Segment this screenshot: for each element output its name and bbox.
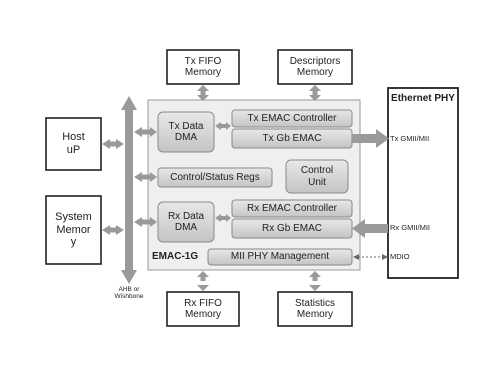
txdma-txctrl-arrow [215, 122, 231, 130]
tx-fifo-memory-box [166, 49, 240, 85]
txfifo-emac-arrow [197, 85, 209, 101]
rxdma-rxctrl-arrow [215, 214, 231, 222]
ethernet-phy-box [387, 87, 459, 279]
control-status-regs-box [157, 167, 273, 188]
rx-emac-controller-box [231, 199, 353, 218]
host-up-box [45, 117, 102, 171]
control-unit-box [285, 159, 349, 194]
tx-gmii-arrow [352, 129, 389, 148]
host-bus-arrow [102, 139, 124, 149]
rx-gb-emac-box [231, 218, 353, 239]
descriptors-emac-arrow [309, 85, 321, 101]
mdio-arrow [353, 254, 388, 260]
descriptors-memory-box [277, 49, 353, 85]
rx-data-dma-box [157, 201, 215, 243]
sysmem-bus-arrow [102, 225, 124, 235]
emac-statistics-arrow [309, 271, 321, 291]
tx-data-dma-box [157, 111, 215, 153]
tx-emac-controller-box [231, 109, 353, 128]
rx-gmii-arrow [352, 219, 388, 238]
system-bus-arrow [121, 96, 137, 284]
emac-rxfifo-arrow [197, 271, 209, 291]
statistics-memory-box [277, 291, 353, 327]
bus-regs-arrow [134, 172, 157, 182]
bus-rxdma-arrow [134, 217, 157, 227]
tx-gb-emac-box [231, 128, 353, 149]
mii-phy-management-box [207, 248, 353, 266]
rx-fifo-memory-box [166, 291, 240, 327]
bus-txdma-arrow [134, 127, 157, 137]
system-memory-box [45, 195, 102, 265]
